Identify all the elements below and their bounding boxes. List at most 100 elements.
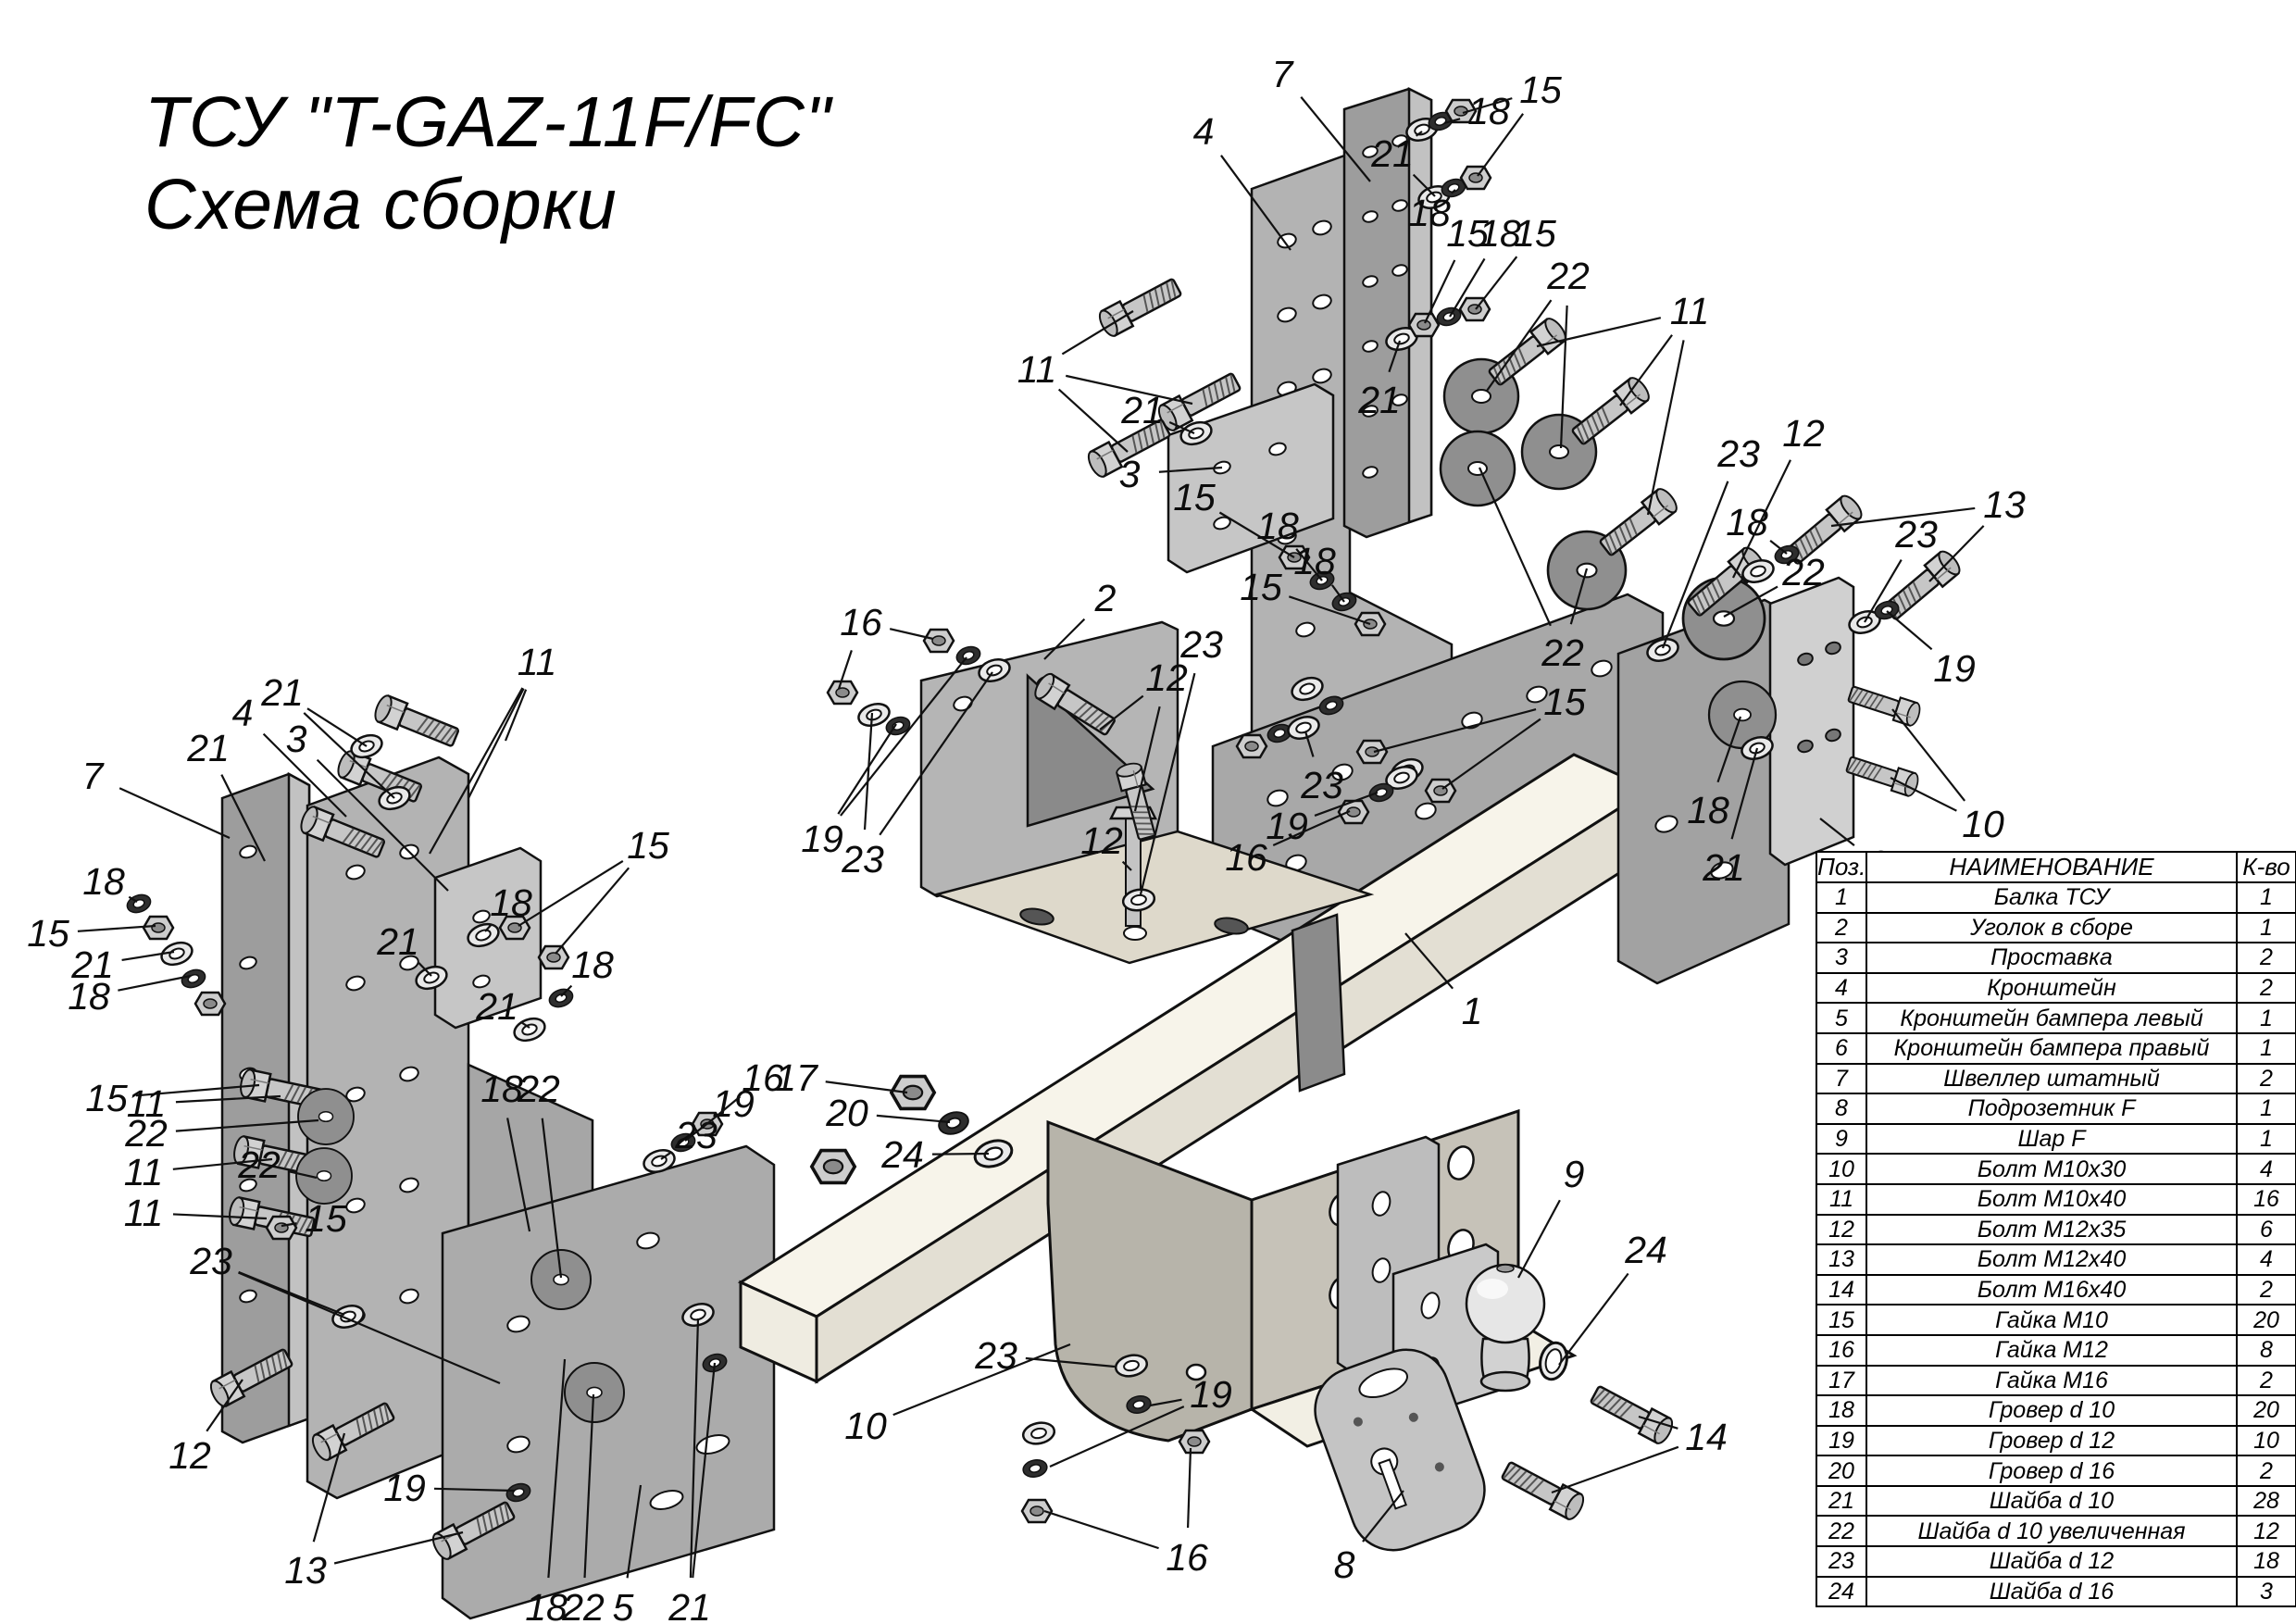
leader-line [1099, 694, 1144, 731]
leader-line [583, 1393, 595, 1579]
leader-line [1646, 340, 1685, 516]
leader-line [306, 707, 368, 747]
callout-label: 11 [127, 1082, 167, 1125]
callout-label: 4 [232, 692, 254, 734]
leader-line [1769, 539, 1788, 555]
leader-line [1218, 511, 1295, 558]
leader-line [1475, 256, 1518, 310]
leader-line [892, 1343, 1071, 1417]
callout-label: 14 [1685, 1416, 1728, 1458]
leader-line [521, 1021, 530, 1029]
leader-line [684, 1120, 711, 1142]
leader-line [1569, 568, 1589, 625]
callout-label: 21 [260, 671, 304, 714]
callout-label: 22 [1781, 551, 1825, 593]
callout-label: 15 [305, 1197, 347, 1240]
leader-line [825, 1081, 908, 1094]
callout-label: 22 [561, 1586, 605, 1624]
callout-label: 10 [844, 1405, 887, 1447]
callout-label: 15 [85, 1077, 128, 1119]
callout-label: 18 [82, 860, 125, 903]
leader-line [316, 758, 449, 892]
callout-label: 21 [475, 985, 518, 1028]
callout-label: 18 [1467, 90, 1510, 132]
callout-label: 21 [1357, 379, 1401, 421]
leader-line [1025, 1356, 1116, 1368]
callout-label: 15 [1519, 69, 1562, 111]
callout-label: 23 [189, 1240, 232, 1282]
leader-line [1373, 708, 1537, 754]
leader-line [1061, 310, 1134, 356]
callout-label: 23 [1179, 623, 1223, 666]
leader-line [1732, 459, 1791, 579]
leader-line [660, 1151, 673, 1160]
callout-label: 21 [186, 727, 230, 769]
leader-line [303, 712, 395, 799]
leader-line [1449, 257, 1486, 318]
leader-line [889, 628, 934, 641]
callout-label: 22 [124, 1112, 168, 1155]
leader-line [1886, 610, 1933, 651]
leader-line [1638, 1415, 1678, 1430]
callout-label: 22 [237, 1143, 281, 1186]
callout-label: 21 [70, 943, 114, 986]
callout-label: 16 [742, 1056, 784, 1099]
leader-line [837, 723, 897, 815]
leader-line [547, 1358, 567, 1579]
leader-line [863, 712, 874, 831]
callout-label: 10 [1962, 803, 2004, 845]
socket-plate-8 [1314, 1348, 1486, 1552]
title-line-1: ТСУ "T-GAZ-11F/FC" [144, 82, 832, 162]
callout-label: 11 [124, 1192, 164, 1234]
leader-line [1551, 1445, 1679, 1494]
callout-label: 12 [1145, 656, 1188, 699]
leader-line [1661, 481, 1729, 649]
callout-label: 15 [1543, 681, 1586, 723]
leader-line [504, 689, 528, 742]
leader-line [1730, 747, 1759, 840]
leader-line [1139, 672, 1196, 895]
callout-label: 22 [1546, 255, 1590, 297]
leader-line [1723, 585, 1778, 618]
callout-label: 21 [1120, 389, 1164, 431]
callout-label: 4 [1193, 110, 1215, 153]
leader-line [1486, 299, 1553, 392]
callout-label: 18 [490, 881, 532, 924]
callout-label: 12 [1782, 412, 1825, 455]
callout-label: 16 [1166, 1536, 1208, 1579]
leader-line [77, 924, 156, 932]
leader-line [1057, 388, 1129, 453]
leader-line [931, 1152, 990, 1156]
bracket-6 [1768, 576, 1855, 867]
leader-line [468, 688, 525, 799]
leader-line [172, 1213, 268, 1220]
callout-label: 19 [1933, 647, 1976, 690]
callout-label: 18 [1726, 501, 1768, 543]
leader-line [1388, 340, 1402, 373]
col-header-qty: К-во [2236, 851, 2296, 883]
callout-label: 22 [517, 1068, 560, 1110]
callout-label: 19 [1266, 805, 1308, 847]
col-header-pos: Поз. [1816, 851, 1867, 883]
callout-label: 8 [1334, 1543, 1355, 1586]
title-line-2: Схема сборки [144, 165, 618, 245]
callout-label: 7 [82, 755, 106, 797]
leader-line [626, 1484, 643, 1579]
leader-line [1066, 374, 1193, 406]
leader-line [1049, 1405, 1185, 1468]
leader-line [1186, 1447, 1192, 1529]
leader-line [1716, 716, 1742, 783]
leader-line [1819, 818, 1855, 847]
callout-label: 18 [1479, 212, 1521, 255]
